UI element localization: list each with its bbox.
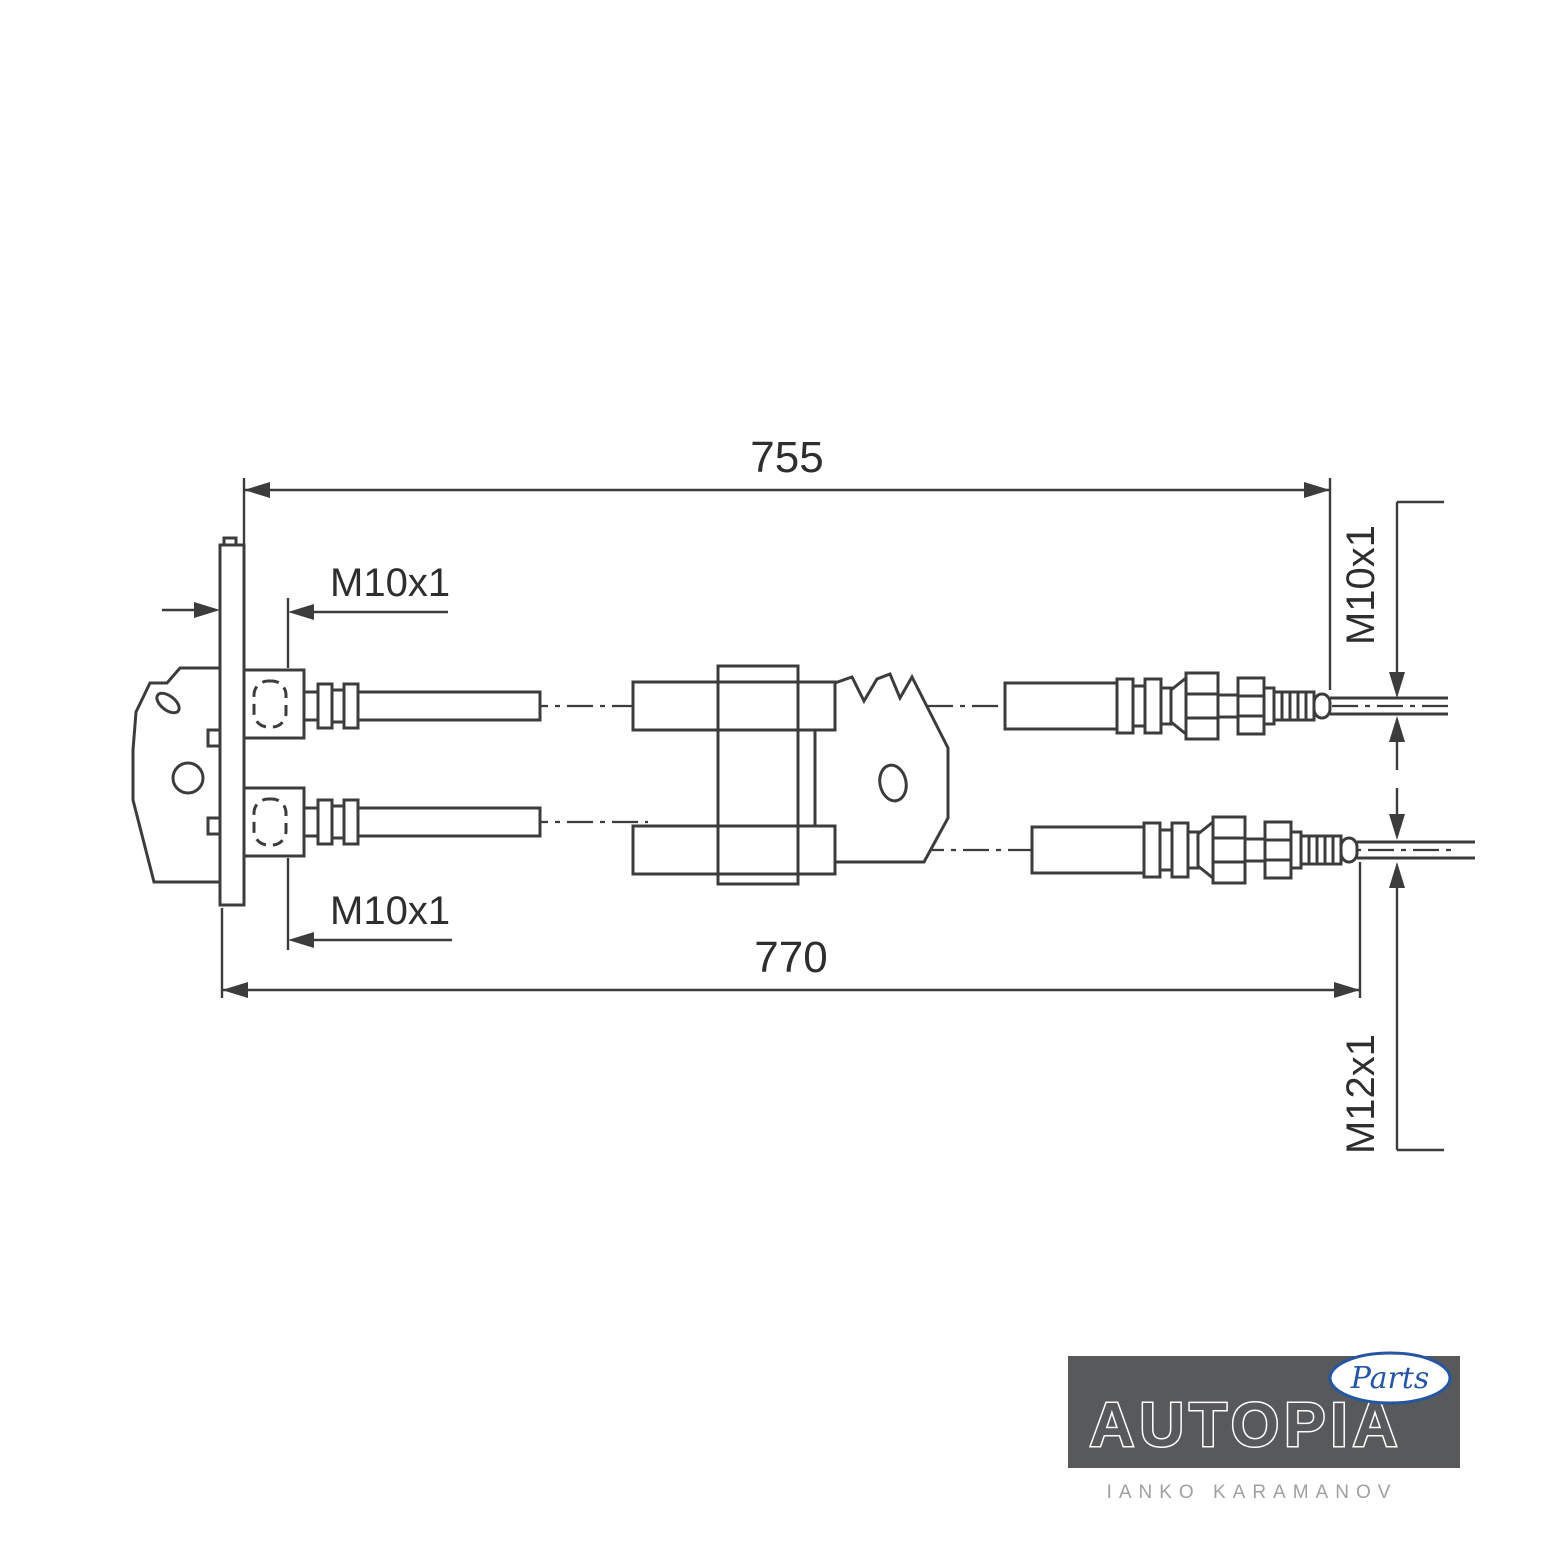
arrowhead <box>288 604 314 620</box>
dim-770-label: 770 <box>754 933 827 982</box>
hose-neck <box>302 806 320 838</box>
logo-brand-text: AUTOPIA <box>1090 1391 1403 1460</box>
thread-label-m10x1-right: M10x1 <box>1339 525 1383 645</box>
clip-plate-hole <box>878 763 908 803</box>
clip-bracket <box>716 664 800 886</box>
logo-subtitle: IANKO KARAMANOV <box>1107 1482 1398 1503</box>
thread-label-m10x1-top-left: M10x1 <box>330 561 450 605</box>
crimp-rib <box>342 798 360 846</box>
arrowhead <box>1389 716 1405 742</box>
arrowhead <box>222 982 248 998</box>
plate-tab <box>206 816 222 836</box>
mounting-plate <box>218 543 246 907</box>
arrowhead <box>1389 814 1405 840</box>
arrowhead <box>244 482 270 498</box>
logo-badge-text: Parts <box>1350 1361 1430 1396</box>
hose-segment-lower <box>631 824 837 876</box>
parts-oval-badge <box>1328 1351 1452 1405</box>
hose-tube-lower <box>356 806 542 838</box>
right-fitting-lower <box>1030 815 1477 885</box>
hidden-bore-upper <box>252 679 288 729</box>
plate-tab <box>206 728 222 748</box>
autopia-logo: AUTOPIA Parts IANKO KARAMANOV <box>1068 1351 1460 1503</box>
clip-plate <box>813 672 950 864</box>
dimension-lines <box>162 478 1444 1152</box>
dim-755-label: 755 <box>750 433 823 482</box>
arrowhead <box>1389 672 1405 698</box>
crimp-rib <box>342 682 360 730</box>
arrowhead <box>1389 862 1405 888</box>
thread-label-m10x1-bottom-left: M10x1 <box>330 889 450 933</box>
crimp-rib <box>330 804 346 840</box>
crimp-rib <box>316 682 334 730</box>
crimp-rib <box>330 688 346 724</box>
hose-segment-upper <box>631 680 837 732</box>
thread-label-m12x1-right: M12x1 <box>1339 1034 1383 1154</box>
crimp-rib <box>316 798 334 846</box>
hidden-bore-lower <box>252 797 288 847</box>
hose-tube-upper <box>356 690 542 722</box>
center-clip-assembly <box>631 664 950 886</box>
arrowhead <box>288 932 314 948</box>
arrowhead <box>1334 982 1360 998</box>
hose-neck <box>302 690 320 722</box>
arrowhead <box>194 602 220 618</box>
left-bracket-assembly <box>131 536 542 907</box>
bracket-hole <box>171 761 205 795</box>
bracket-slot <box>155 691 181 715</box>
arrowhead <box>1304 482 1330 498</box>
